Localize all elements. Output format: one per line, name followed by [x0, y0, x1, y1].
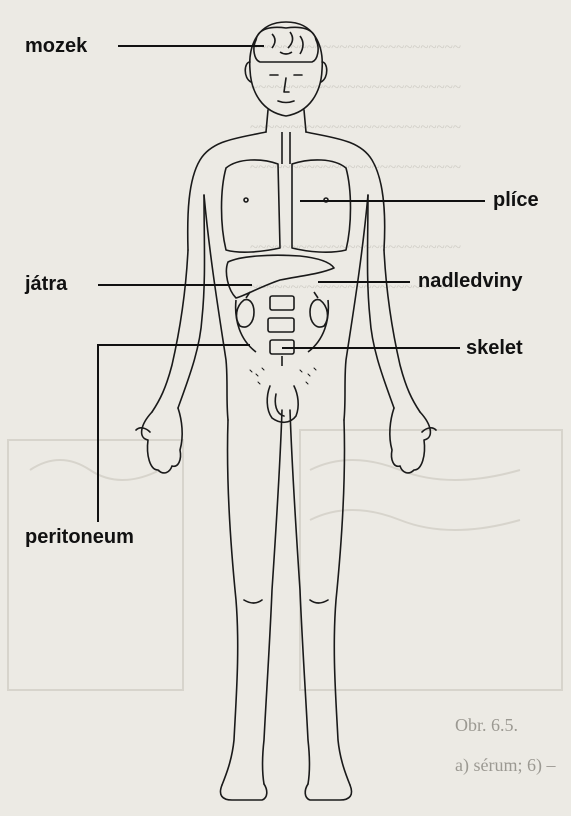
label-skeleton: skelet [466, 337, 523, 360]
label-liver: játra [25, 273, 67, 296]
background-figure-frames [8, 430, 562, 690]
label-brain: mozek [25, 35, 87, 58]
label-adrenals: nadledviny [418, 270, 522, 293]
lungs-shape [222, 160, 281, 252]
liver-shape [226, 255, 334, 298]
caption-line-1: Obr. 6.5. [455, 715, 518, 736]
caption-line-2: a) sérum; 6) – [455, 755, 555, 776]
vertebra [268, 318, 294, 332]
adrenal-right-shape [310, 300, 327, 327]
brain-shape [254, 27, 318, 62]
human-figure-outline [136, 22, 436, 800]
adrenal-left-shape [237, 300, 254, 327]
label-peritoneum: peritoneum [25, 526, 134, 549]
label-lungs: plíce [493, 189, 539, 212]
vertebra [270, 296, 294, 310]
